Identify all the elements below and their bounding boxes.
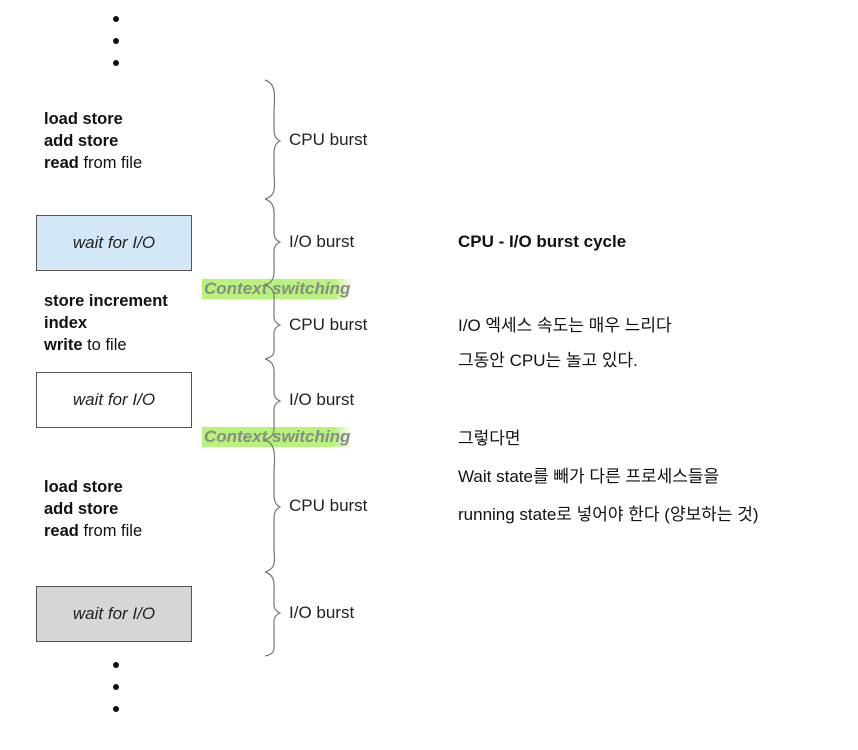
instruction-line: read [44,154,79,172]
notes-title: CPU - I/O burst cycle [458,232,627,251]
wait-for-io-box-1: wait for I/O [36,215,192,271]
instruction-block-2: store increment index write to file [44,292,168,354]
io-burst-label-3: I/O burst [289,603,355,622]
context-switching-label-2: Context switching [202,427,353,447]
cpu-burst-label-2: CPU burst [289,315,368,334]
top-ellipsis [108,16,124,82]
instruction-line: add store [44,500,119,518]
instruction-block-3: load store add store read from file [44,478,143,540]
brace-io-burst-3 [264,571,282,657]
instruction-line: read [44,522,79,540]
cpu-burst-label-1: CPU burst [289,130,368,149]
brace-cpu-burst-3 [264,439,282,573]
bottom-ellipsis [108,662,124,728]
brace-cpu-burst-1 [264,79,282,200]
instruction-line: load store [44,478,123,496]
instruction-block-1: load store add store read from file [44,110,143,172]
io-burst-label-2: I/O burst [289,390,355,409]
cpu-burst-label-3: CPU burst [289,496,368,515]
context-switching-label-1: Context switching [202,279,353,299]
note-line-5: running state로 넣어야 한다 (양보하는 것) [458,505,759,524]
instruction-line: store increment [44,292,168,310]
instruction-line: load store [44,110,123,128]
io-burst-label-1: I/O burst [289,232,355,251]
brace-io-burst-1 [264,198,282,286]
brace-io-burst-2 [264,358,282,441]
wait-for-io-box-2: wait for I/O [36,372,192,428]
wait-for-io-box-3: wait for I/O [36,586,192,642]
instruction-line: index [44,314,88,332]
note-line-2: 그동안 CPU는 놀고 있다. [458,351,638,370]
instruction-line: write [44,336,83,354]
note-line-1: I/O 엑세스 속도는 매우 느리다 [458,316,672,335]
note-line-3: 그렇다면 [458,429,521,448]
instruction-line: add store [44,132,119,150]
brace-cpu-burst-2 [264,284,282,360]
note-line-4: Wait state를 빼가 다른 프로세스들을 [458,467,720,486]
